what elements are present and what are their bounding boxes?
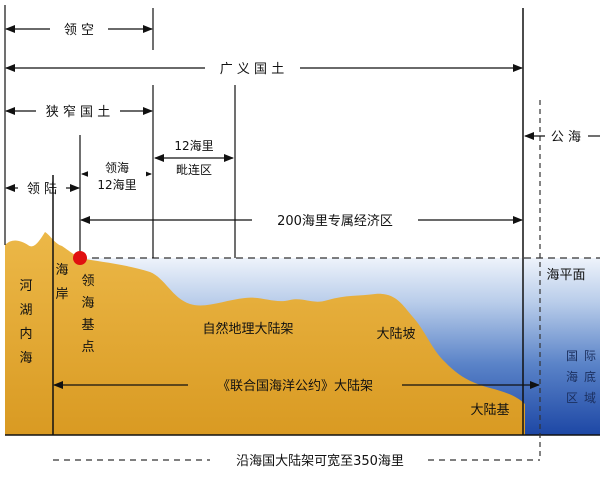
territorial-baseline-point (73, 251, 87, 265)
contiguous-zone-label-line1: 12海里 (174, 138, 213, 153)
svg-text:海: 海 (55, 263, 68, 278)
svg-text:基: 基 (81, 318, 94, 333)
continental-rise-label: 大陆基 (470, 402, 509, 418)
shelf-max-width-label: 沿海国大陆架可宽至350海里 (236, 453, 404, 469)
unclos-shelf-label: 《联合国海洋公约》大陆架 (217, 378, 373, 394)
svg-text:国: 国 (566, 349, 578, 363)
svg-text:海: 海 (81, 296, 94, 311)
svg-text:海: 海 (566, 369, 578, 384)
svg-text:区: 区 (566, 391, 578, 405)
continental-slope-label: 大陆坡 (376, 326, 415, 342)
international-seabed-area-label: 国 际 海 底 区 域 (566, 349, 596, 405)
baseline-point-label: 领 海 基 点 (81, 274, 94, 355)
svg-text:领: 领 (81, 274, 94, 289)
river-lake-inland-sea-label: 河 湖 内 海 (19, 279, 32, 366)
territorial-airspace-label: 领 空 (64, 23, 94, 38)
land-territory-label: 领 陆 (27, 181, 57, 197)
svg-text:底: 底 (584, 369, 596, 384)
svg-text:河: 河 (19, 279, 32, 294)
high-seas-label: 公 海 (551, 130, 581, 145)
narrow-territory-label: 狭 窄 国 土 (46, 104, 110, 120)
eez-label: 200海里专属经济区 (277, 214, 393, 229)
svg-text:内: 内 (19, 326, 32, 342)
svg-text:点: 点 (81, 340, 94, 355)
svg-text:际: 际 (584, 349, 596, 363)
svg-text:岸: 岸 (55, 287, 68, 302)
coast-label: 海 岸 (55, 263, 68, 302)
contiguous-zone-label-line2: 毗连区 (176, 162, 212, 177)
svg-text:域: 域 (584, 391, 596, 405)
seabed-profile (5, 232, 525, 435)
territorial-sea-label-line1: 领海 (105, 160, 129, 175)
sea-level-label: 海平面 (546, 268, 585, 283)
svg-text:海: 海 (19, 351, 32, 366)
natural-shelf-label: 自然地理大陆架 (202, 321, 293, 337)
broad-territory-label: 广 义 国 土 (220, 62, 284, 77)
territorial-sea-label-line2: 12海里 (97, 177, 136, 192)
svg-text:湖: 湖 (19, 303, 32, 318)
